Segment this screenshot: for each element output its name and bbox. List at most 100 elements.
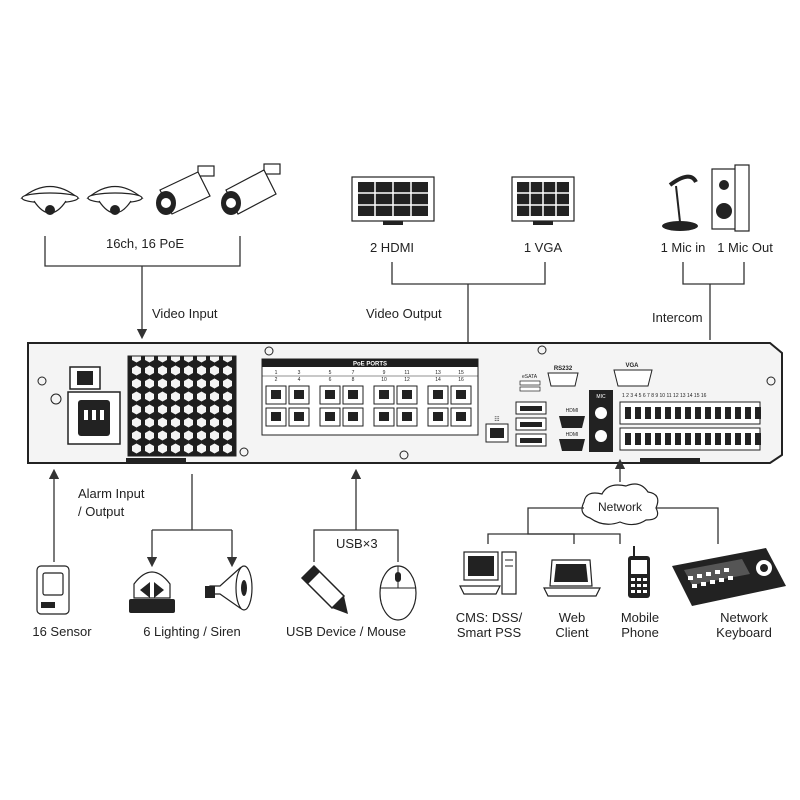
poe-port-number: 13	[435, 370, 441, 376]
hdmi-port-label-2: HDMI	[566, 432, 579, 438]
cms-label-line1: CMS: DSS/	[456, 610, 523, 625]
alarm-terminal[interactable]	[705, 433, 711, 445]
mic-out-label: 1 Mic Out	[717, 240, 773, 255]
poe-port-socket	[271, 390, 281, 399]
poe-port-number: 1	[275, 370, 278, 376]
poe-port-socket	[325, 412, 335, 421]
alarm-terminal[interactable]	[755, 407, 761, 419]
fan-grille	[127, 355, 237, 457]
rs232-port[interactable]	[547, 372, 579, 387]
poe-port-socket	[379, 412, 389, 421]
alarm-terminal[interactable]	[745, 407, 751, 419]
vga-port-label: VGA	[625, 363, 639, 369]
siren-icon	[205, 565, 253, 611]
mic-in-jack[interactable]	[595, 407, 607, 419]
alarm-terminal[interactable]	[625, 433, 631, 445]
alarm-terminal[interactable]	[625, 407, 631, 419]
alarm-terminal[interactable]	[745, 433, 751, 445]
mobile-phone-label-line2: Phone	[621, 625, 659, 640]
hdmi-port-2[interactable]	[559, 439, 585, 451]
network-keyboard-label-line2: Keyboard	[716, 625, 772, 640]
bullet-camera-1	[156, 165, 215, 215]
poe-port-socket	[402, 390, 412, 399]
poe-port-number: 11	[404, 370, 409, 376]
poe-port-number: 4	[298, 377, 301, 383]
bullet-camera-2	[221, 163, 281, 215]
alarm-terminal[interactable]	[635, 433, 641, 445]
alarm-terminal[interactable]	[645, 433, 651, 445]
web-client-label-line1: Web	[559, 610, 586, 625]
poe-port-socket	[294, 412, 304, 421]
dome-camera-2	[86, 186, 144, 215]
dome-camera-1	[20, 186, 80, 215]
vga-output-label: 1 VGA	[524, 240, 563, 255]
network-keyboard-label-line1: Network	[720, 610, 768, 625]
poe-port-number: 8	[352, 377, 355, 383]
poe-port-socket	[325, 390, 335, 399]
poe-port-socket	[456, 412, 466, 421]
mobile-phone-icon	[628, 546, 650, 598]
alarm-terminal[interactable]	[715, 407, 721, 419]
hdmi-monitor-icon	[351, 176, 435, 225]
alarm-terminal[interactable]	[705, 407, 711, 419]
poe-port-socket	[456, 390, 466, 399]
poe-port-socket	[348, 390, 358, 399]
cms-computer-icon	[459, 551, 517, 595]
mobile-phone-label-line1: Mobile	[621, 610, 659, 625]
usb-device-mouse-label: USB Device / Mouse	[286, 624, 406, 639]
hdmi-port-label-1: HDMI	[566, 408, 579, 414]
vga-port[interactable]	[613, 369, 653, 387]
video-output-label: Video Output	[366, 306, 442, 321]
sensor-icon	[36, 565, 70, 615]
hdmi-port-1[interactable]	[559, 416, 585, 428]
alarm-terminal[interactable]	[695, 433, 701, 445]
hdmi-output-label: 2 HDMI	[370, 240, 414, 255]
poe-port-number: 6	[329, 377, 332, 383]
vga-monitor-icon	[511, 176, 575, 225]
alarm-terminal[interactable]	[675, 433, 681, 445]
poe-port-number: 16	[458, 377, 464, 383]
network-cloud-icon	[581, 483, 659, 526]
alarm-terminal[interactable]	[635, 407, 641, 419]
alarm-terminal[interactable]	[735, 433, 741, 445]
alarm-terminal[interactable]	[665, 433, 671, 445]
alarm-terminal[interactable]	[715, 433, 721, 445]
poe-port-socket	[271, 412, 281, 421]
alarm-terminal[interactable]	[725, 407, 731, 419]
network-label: Network	[598, 500, 643, 514]
alarm-io-label-line2: / Output	[78, 504, 125, 519]
alarm-terminal-block[interactable]	[619, 401, 761, 451]
cameras-label: 16ch, 16 PoE	[106, 236, 184, 251]
mic-out-jack[interactable]	[595, 430, 607, 442]
microphone-icon	[662, 174, 698, 231]
alarm-terminal[interactable]	[655, 433, 661, 445]
alarm-terminal[interactable]	[695, 407, 701, 419]
poe-port-number: 15	[458, 370, 464, 376]
alarm-io-label-line1: Alarm Input	[78, 486, 145, 501]
alarm-terminal[interactable]	[725, 433, 731, 445]
alarm-terminal[interactable]	[655, 407, 661, 419]
poe-port-socket	[433, 390, 443, 399]
poe-port-number: 12	[404, 377, 410, 383]
alarm-terminal[interactable]	[685, 407, 691, 419]
cms-label-line2: Smart PSS	[457, 625, 522, 640]
speaker-icon	[711, 164, 750, 232]
poe-port-socket	[379, 390, 389, 399]
alarm-terminal[interactable]	[675, 407, 681, 419]
alarm-terminal[interactable]	[755, 433, 761, 445]
usb-drive-icon	[300, 564, 348, 614]
alarm-terminal[interactable]	[665, 407, 671, 419]
lighting-icon	[129, 571, 175, 613]
sensor-label: 16 Sensor	[32, 624, 92, 639]
poe-port-number: 14	[435, 377, 441, 383]
alarm-terminal[interactable]	[685, 433, 691, 445]
rs232-label: RS232	[554, 366, 573, 372]
mic-in-label: 1 Mic in	[661, 240, 706, 255]
esata-label: eSATA	[522, 374, 538, 380]
lan-port[interactable]: ☷	[485, 416, 509, 443]
alarm-terminal[interactable]	[735, 407, 741, 419]
mouse-icon	[379, 565, 417, 621]
alarm-terminal[interactable]	[645, 407, 651, 419]
poe-port-number: 7	[352, 370, 355, 376]
